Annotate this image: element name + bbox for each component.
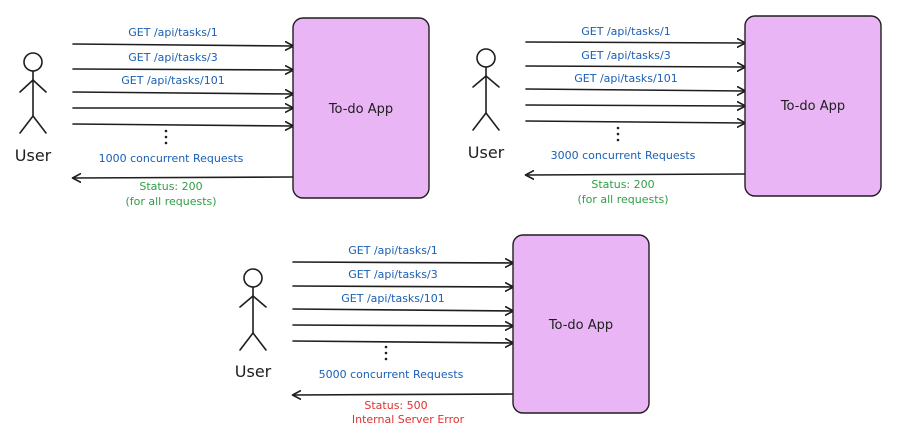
scenario-3000-requests: User GET /api/tasks/1 GET /api/tasks/3 G…	[468, 15, 882, 206]
concurrency-label: 5000 concurrent Requests	[319, 368, 464, 381]
request-arrow	[292, 309, 513, 311]
request-arrow	[72, 44, 293, 46]
app-label: To-do App	[328, 102, 393, 117]
request-arrow	[72, 92, 293, 94]
request-arrow	[292, 325, 513, 326]
request-arrow	[72, 69, 293, 70]
user-arms	[239, 295, 267, 308]
request-arrow	[525, 121, 745, 123]
request-arrow	[292, 262, 513, 263]
status-detail-label: (for all requests)	[125, 195, 216, 208]
request-label-2: GET /api/tasks/3	[348, 268, 437, 281]
request-arrows	[292, 262, 513, 343]
request-arrow	[72, 124, 293, 126]
request-label-1: GET /api/tasks/1	[581, 25, 670, 38]
user-head	[476, 48, 496, 68]
status-label: Status: 500	[364, 399, 427, 412]
user-figure	[239, 268, 267, 351]
user-label: User	[235, 362, 272, 381]
todo-app-box	[512, 234, 650, 414]
request-arrow	[525, 66, 745, 67]
request-arrow	[292, 286, 513, 287]
user-legs	[472, 112, 500, 131]
request-arrow	[292, 341, 513, 343]
user-arms	[19, 79, 47, 93]
ellipsis-dots	[384, 345, 388, 361]
status-label: Status: 200	[591, 178, 654, 191]
request-arrows	[525, 42, 745, 123]
request-label-2: GET /api/tasks/3	[581, 49, 670, 62]
response-arrow	[73, 177, 294, 178]
concurrency-label: 1000 concurrent Requests	[99, 152, 244, 165]
user-figure	[472, 48, 500, 131]
request-label-3: GET /api/tasks/101	[121, 74, 224, 87]
response-arrow	[526, 174, 746, 175]
status-detail-label: Internal Server Error	[352, 413, 465, 426]
request-label-3: GET /api/tasks/101	[574, 72, 677, 85]
status-detail-label: (for all requests)	[577, 193, 668, 206]
user-head	[23, 52, 43, 72]
request-arrows	[72, 44, 293, 126]
request-label-1: GET /api/tasks/1	[348, 244, 437, 257]
user-figure	[19, 52, 47, 134]
status-label: Status: 200	[139, 180, 202, 193]
request-label-3: GET /api/tasks/101	[341, 292, 444, 305]
request-label-2: GET /api/tasks/3	[128, 51, 217, 64]
todo-app-box	[292, 17, 430, 199]
response-arrow	[293, 394, 514, 395]
user-legs	[239, 332, 267, 351]
request-arrow	[525, 105, 745, 106]
user-arms	[472, 75, 500, 88]
request-arrow	[525, 42, 745, 43]
scenario-5000-requests: User GET /api/tasks/1 GET /api/tasks/3 G…	[235, 234, 650, 426]
app-label: To-do App	[548, 318, 613, 333]
user-head	[243, 268, 263, 288]
user-legs	[19, 115, 47, 134]
app-label: To-do App	[780, 99, 845, 114]
ellipsis-dots	[164, 129, 168, 145]
request-arrow	[525, 89, 745, 91]
ellipsis-dots	[616, 126, 620, 142]
concurrency-label: 3000 concurrent Requests	[551, 149, 696, 162]
todo-app-box	[744, 15, 882, 197]
scenario-1000-requests: User GET /api/tasks/1 GET /api/tasks/3 G…	[15, 17, 430, 208]
request-label-1: GET /api/tasks/1	[128, 26, 217, 39]
user-label: User	[468, 143, 505, 162]
user-label: User	[15, 146, 52, 165]
